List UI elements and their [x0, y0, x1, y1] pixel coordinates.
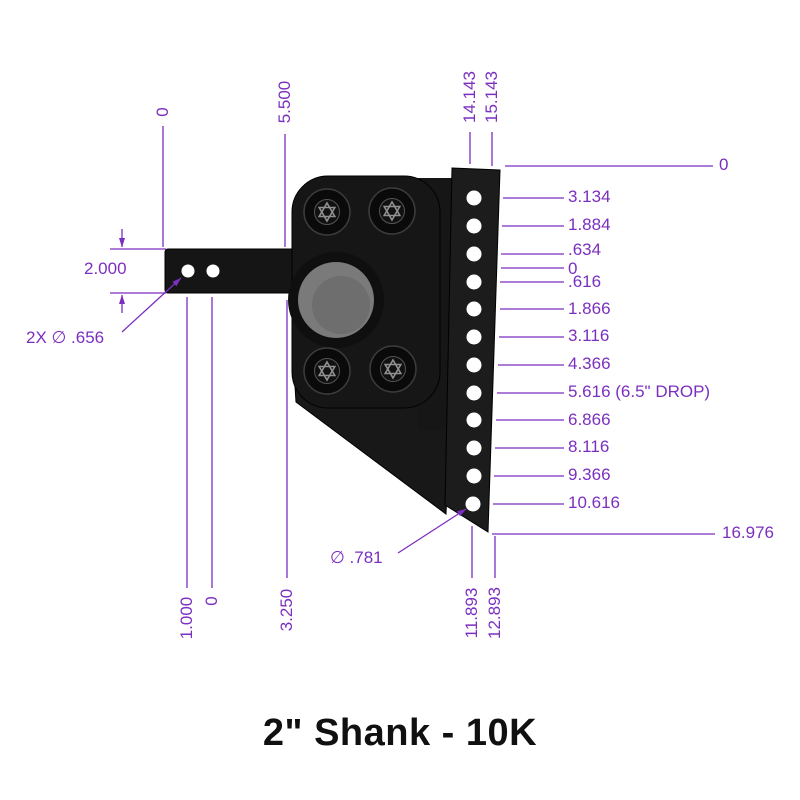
plate-hole — [466, 218, 482, 234]
plate-hole — [466, 329, 482, 345]
plate-hole — [466, 357, 482, 373]
plate-hole — [466, 246, 482, 262]
plate-hole — [466, 412, 482, 428]
dim-bottom-11893: 11.893 — [462, 587, 481, 639]
dim-right-6866: 6.866 — [568, 410, 611, 429]
dim-top-14143: 14.143 — [460, 71, 479, 123]
shank-hole-leader — [121, 277, 182, 333]
bolt-head — [303, 347, 351, 395]
dim-right-zero-top: 0 — [719, 155, 729, 174]
dim-bottom-1000: 1.000 — [177, 596, 196, 640]
dim-bottom-3250: 3.250 — [277, 588, 296, 632]
page-title: 2" Shank - 10K — [262, 712, 538, 754]
plate-hole — [466, 190, 482, 206]
shank-hole — [206, 264, 220, 278]
bolt-head — [303, 188, 351, 236]
bolt-head — [368, 187, 416, 235]
barrel-shade — [312, 276, 370, 334]
dim-shank-holes: 2X ∅ .656 — [26, 328, 105, 347]
dim-top-15143: 15.143 — [482, 71, 501, 123]
dim-right-1884: 1.884 — [568, 215, 611, 234]
plate-hole — [466, 440, 482, 456]
dim-right-16976: 16.976 — [722, 523, 774, 542]
dim-right-8116: 8.116 — [568, 437, 610, 456]
dim-plate-hole: ∅ .781 — [330, 548, 383, 567]
plate-hole — [466, 385, 482, 401]
dim-top-zero: 0 — [153, 107, 172, 117]
technical-drawing — [110, 126, 715, 588]
dim-bottom-12893: 12.893 — [485, 587, 504, 639]
dim-right-4366: 4.366 — [568, 354, 611, 373]
dim-right-1866: 1.866 — [568, 299, 611, 318]
dim-right-9366: 9.366 — [568, 465, 611, 484]
bolt-head — [369, 345, 417, 393]
dim-right-10616: 10.616 — [568, 493, 620, 512]
dim-right-zero-ref: 0 — [568, 259, 578, 278]
shank-hole — [181, 264, 195, 278]
plate-holes — [465, 190, 482, 512]
dim-right-616: .616 — [568, 272, 602, 291]
dim-shank-height: 2.000 — [84, 259, 127, 278]
drop-plate — [444, 167, 501, 533]
dim-right-3116: 3.116 — [568, 326, 610, 345]
dim-bottom-zero: 0 — [202, 596, 221, 606]
plate-hole — [466, 274, 482, 290]
plate-hole — [465, 496, 481, 512]
plate-hole-leader — [397, 508, 467, 554]
dim-top-5500: 5.500 — [275, 80, 294, 124]
dim-right-3134: 3.134 — [568, 187, 611, 206]
plate-hole — [466, 301, 482, 317]
plate-hole — [466, 468, 482, 484]
dim-right-634: .634 — [568, 240, 602, 259]
dimension-lines — [110, 126, 715, 588]
dim-right-5616-drop: 5.616 (6.5" DROP) — [568, 382, 711, 401]
